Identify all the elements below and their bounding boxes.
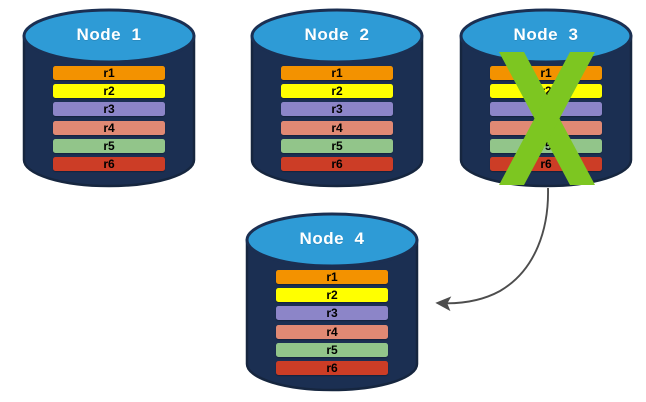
record-bar[interactable]: r5 xyxy=(276,342,388,357)
record-bar[interactable]: r3 xyxy=(276,306,388,321)
record-bar[interactable]: r1 xyxy=(490,66,602,80)
record-bar[interactable]: r5 xyxy=(490,138,602,153)
record-bar[interactable]: r4 xyxy=(490,120,602,135)
record-bar[interactable]: r1 xyxy=(281,66,393,80)
record-bar[interactable]: r4 xyxy=(276,324,388,339)
record-bar[interactable]: r2 xyxy=(53,84,165,99)
record-bar[interactable]: r1 xyxy=(276,270,388,284)
cylinder-top-cap xyxy=(22,8,196,64)
record-list: r1 r2 r3 r4 r5 r6 xyxy=(459,66,633,171)
record-bar[interactable]: r3 xyxy=(281,102,393,117)
record-bar[interactable]: r6 xyxy=(490,156,602,171)
record-bar[interactable]: r2 xyxy=(490,84,602,99)
record-bar[interactable]: r6 xyxy=(281,156,393,171)
record-bar[interactable]: r6 xyxy=(276,360,388,375)
record-bar[interactable]: r4 xyxy=(53,120,165,135)
record-bar[interactable]: r4 xyxy=(281,120,393,135)
cylinder-top-cap xyxy=(245,212,419,268)
record-list: r1 r2 r3 r4 r5 r6 xyxy=(245,270,419,375)
record-bar[interactable]: r3 xyxy=(53,102,165,117)
record-bar[interactable]: r6 xyxy=(53,156,165,171)
record-list: r1 r2 r3 r4 r5 r6 xyxy=(22,66,196,171)
cylinder-top-cap xyxy=(250,8,424,64)
cylinder-top-cap xyxy=(459,8,633,64)
record-bar[interactable]: r2 xyxy=(281,84,393,99)
record-bar[interactable]: r5 xyxy=(53,138,165,153)
record-bar[interactable]: r1 xyxy=(53,66,165,80)
record-bar[interactable]: r3 xyxy=(490,102,602,117)
record-bar[interactable]: r5 xyxy=(281,138,393,153)
record-list: r1 r2 r3 r4 r5 r6 xyxy=(250,66,424,171)
record-bar[interactable]: r2 xyxy=(276,288,388,303)
